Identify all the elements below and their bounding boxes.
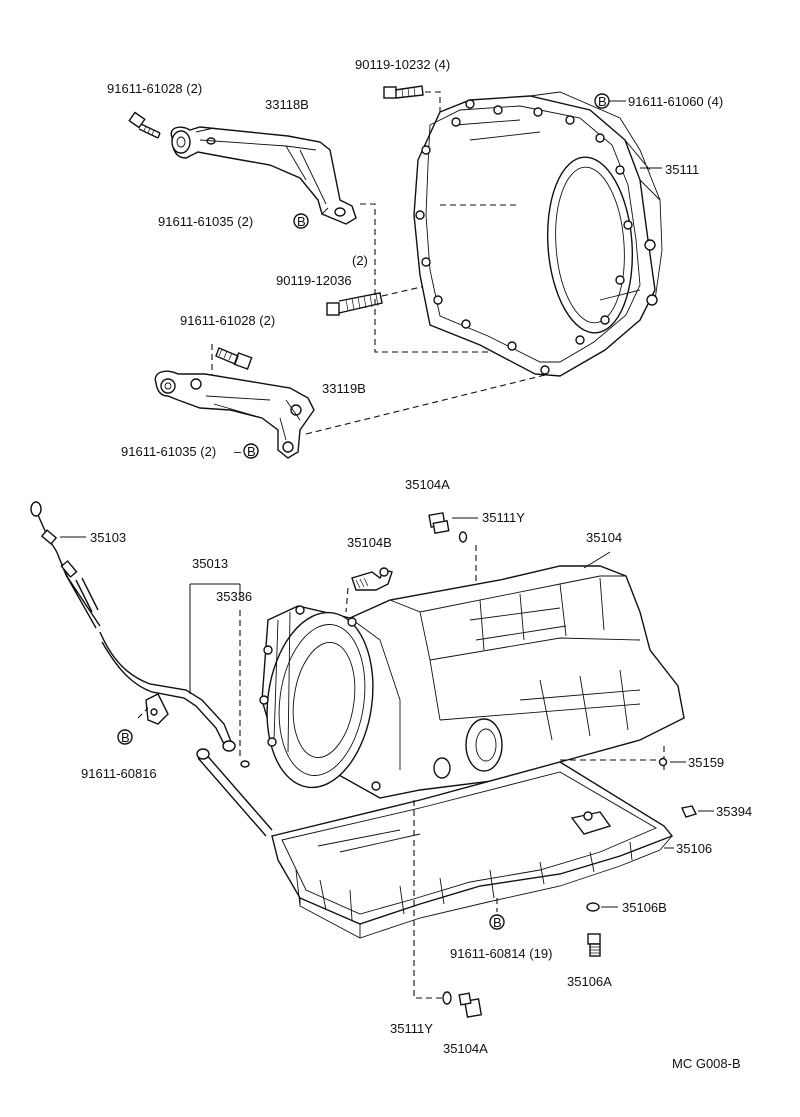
- gasket-35394-icon: [681, 805, 697, 818]
- b-marker-icon: B: [117, 729, 133, 745]
- transmission-case-35104-icon: [259, 565, 685, 799]
- svg-text:B: B: [598, 94, 607, 109]
- label-35103: 35103: [90, 530, 126, 545]
- plug-35104a-bottom-icon: [458, 992, 483, 1018]
- label-90119-12036: 90119-12036: [276, 273, 352, 288]
- label-35159: 35159: [688, 755, 724, 770]
- o-ring-35336-icon: [240, 760, 250, 768]
- label-91611-61060: 91611-61060 (4): [628, 94, 723, 109]
- bolt-91611-61028-mid-icon: [215, 347, 253, 370]
- bracket-33118b-icon: [170, 126, 357, 225]
- label-90119-10232: 90119-10232 (4): [355, 57, 450, 72]
- gasket-35106b-icon: [586, 902, 600, 912]
- label-91611-60816: 91611-60816: [81, 766, 157, 781]
- b-marker-icon: B: [243, 443, 259, 459]
- label-35013: 35013: [192, 556, 228, 571]
- label-91611-61028-top: 91611-61028 (2): [107, 81, 202, 96]
- svg-text:B: B: [247, 444, 256, 459]
- bell-housing-35111-icon: [413, 91, 663, 377]
- b-marker-icon: B: [293, 213, 309, 229]
- plug-35104a-top-icon: [428, 512, 468, 543]
- filler-pipe-35013-icon: [99, 631, 236, 752]
- bolt-90119-10232-icon: [383, 85, 424, 99]
- label-35111y-bot: 35111Y: [390, 1021, 433, 1036]
- label-91611-61035-top: 91611-61035 (2): [158, 214, 253, 229]
- dipstick-35103-icon: [30, 501, 101, 629]
- b-marker-icon: B: [489, 914, 505, 930]
- leader-33119b-housing: [305, 374, 546, 435]
- bolt-91611-61028-top-icon: [128, 111, 161, 139]
- elbow-35104b-icon: [351, 567, 393, 591]
- svg-text:B: B: [121, 730, 130, 745]
- label-91611-61028-mid: 91611-61028 (2): [180, 313, 275, 328]
- svg-text:B: B: [297, 214, 306, 229]
- label-35104a-top: 35104A: [405, 477, 450, 492]
- leader-bracket-to-housing: [360, 203, 540, 353]
- label-35106: 35106: [676, 841, 712, 856]
- label-33119b: 33119B: [322, 381, 366, 396]
- drain-plug-35106a-icon: [587, 933, 601, 957]
- o-ring-35111y-bot-icon: [442, 991, 452, 1005]
- plug-35159-icon: [658, 757, 668, 767]
- bolt-90119-12036-icon: [326, 292, 383, 316]
- drawing-code: MC G008-B: [672, 1056, 741, 1071]
- label-35336: 35336: [216, 589, 252, 604]
- oil-pan-35106-icon: [271, 761, 674, 939]
- label-35106b: 35106B: [622, 900, 667, 915]
- label-35104: 35104: [586, 530, 622, 545]
- label-35104b: 35104B: [347, 535, 392, 550]
- svg-text:B: B: [493, 915, 502, 930]
- label-91611-60814: 91611-60814 (19): [450, 946, 552, 961]
- label-qty-2: (2): [352, 253, 368, 268]
- label-35111: 35111: [665, 162, 699, 177]
- label-35394: 35394: [716, 804, 752, 819]
- label-35104a-bot: 35104A: [443, 1041, 488, 1056]
- label-33118b: 33118B: [265, 97, 309, 112]
- label-dash: –: [234, 444, 242, 459]
- label-91611-61035-bot: 91611-61035 (2): [121, 444, 216, 459]
- bracket-33119b-icon: [154, 370, 315, 459]
- label-35111y-top: 35111Y: [482, 510, 525, 525]
- label-35106a: 35106A: [567, 974, 612, 989]
- oil-pipe-icon: [197, 751, 273, 837]
- b-marker-icon: B: [594, 93, 610, 109]
